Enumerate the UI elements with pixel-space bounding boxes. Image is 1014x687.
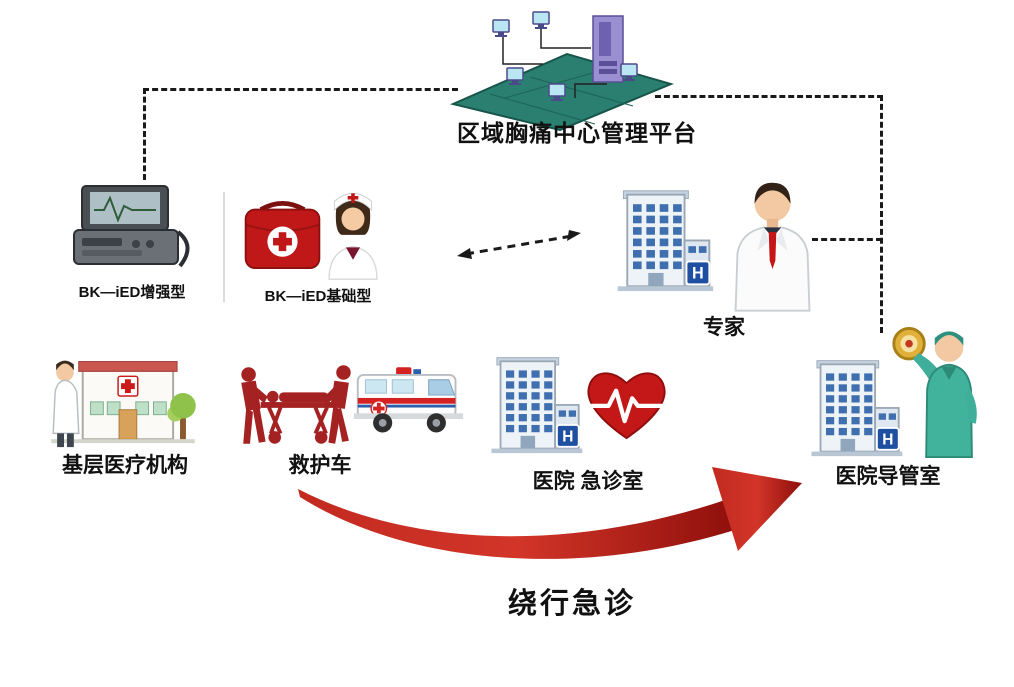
stretcher-team-illustration	[241, 365, 351, 444]
computer-icon	[492, 19, 510, 37]
hospital-h-sign: H	[692, 265, 704, 283]
hospital-h-sign: H	[882, 431, 893, 448]
bk-ied-enhanced-label: BK—iED增强型	[78, 284, 186, 301]
connector-right-vertical	[880, 95, 883, 333]
hospital-h-sign: H	[562, 428, 573, 445]
device-group-divider	[223, 192, 225, 302]
computer-icon	[620, 63, 638, 81]
connector-left-vertical	[143, 88, 146, 180]
two-way-dashed-arrow	[457, 230, 581, 259]
platform-label: 区域胸痛中心管理平台	[457, 120, 697, 146]
expert-label: 专家	[703, 316, 745, 339]
computer-icon	[532, 11, 550, 29]
bk-ied-basic-label: BK—iED基础型	[264, 288, 372, 305]
surgeon-illustration	[892, 327, 977, 458]
primary-care-label: 基层医疗机构	[62, 454, 188, 477]
server-tower-icon	[592, 15, 624, 83]
bypass-label: 绕行急诊	[507, 588, 636, 620]
connector-top-right-horizontal	[655, 95, 883, 98]
hospital-building-cath-lab: H	[810, 359, 904, 458]
expert-illustration	[734, 182, 811, 312]
bypass-arrow	[298, 467, 802, 559]
bk-ied-enhanced-device-illustration	[73, 185, 190, 268]
doctor-figure	[52, 360, 80, 448]
first-aid-kit-icon	[244, 201, 321, 270]
hospital-building-er: H	[490, 356, 584, 455]
cath-lab-label: 医院导管室	[835, 465, 941, 488]
network-platform-illustration	[449, 11, 675, 131]
hospital-building-expert: H	[616, 189, 715, 293]
emergency-room-label: 医院 急诊室	[532, 470, 644, 493]
ambulance-label: 救护车	[288, 454, 352, 477]
computer-icon	[548, 83, 566, 101]
connector-top-left-horizontal	[143, 88, 458, 91]
nurse-illustration	[328, 192, 378, 280]
connector-expert-horizontal	[812, 238, 882, 241]
clinic-illustration	[51, 360, 196, 448]
heart-ecg-icon	[587, 372, 666, 440]
ambulance-illustration	[353, 367, 464, 433]
computer-icon	[506, 67, 524, 85]
